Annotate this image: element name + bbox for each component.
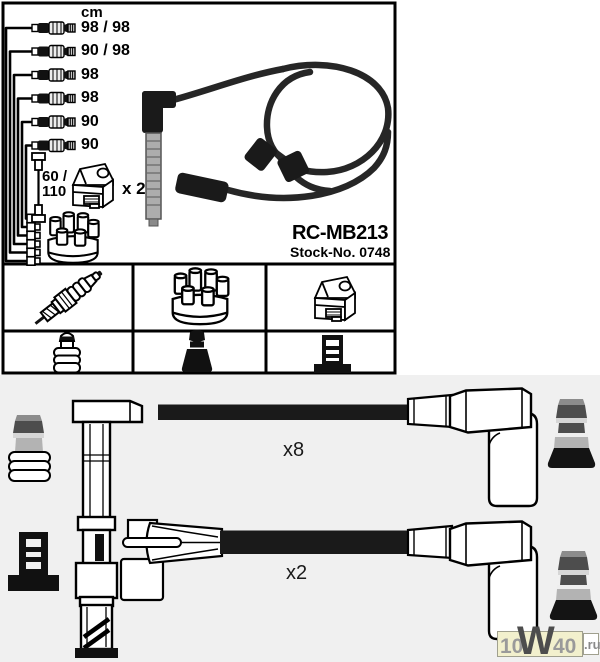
watermark-text: 40 (553, 635, 577, 658)
cable-set-photo (142, 61, 392, 227)
cable-length-label: 90 (81, 113, 99, 130)
ignition-coil-icon (72, 163, 114, 209)
ribbed-terminal-icon (8, 415, 51, 482)
ignition-cable (220, 530, 414, 554)
watermark-text: W (517, 619, 555, 662)
long-plug-boot (71, 399, 144, 658)
cable-length-label: 90 / 98 (81, 42, 130, 59)
bracket-terminal-icon (314, 335, 351, 373)
plug-boot-photo (277, 150, 310, 183)
coil-cable-length-label: 60 / (42, 168, 68, 185)
coil-quantity-label: x 2 (122, 179, 146, 198)
cable-length-label: 98 (81, 89, 99, 106)
plug-boot-photo (175, 172, 229, 203)
watermark-ru-box (583, 633, 599, 655)
distributor-cap-icon (171, 267, 230, 326)
long-boot-photo (142, 91, 176, 227)
bracket-terminal-icon (8, 532, 59, 591)
coil-lead-quantity-label: x2 (286, 562, 308, 584)
plug-boot-photo (244, 137, 277, 171)
coil-lead-assembly (8, 518, 598, 641)
part-number: RC-MB213 (291, 222, 389, 244)
distributor-cap-icon (47, 211, 100, 264)
cable-length-label: 98 / 98 (81, 19, 130, 36)
distributor-connector (119, 518, 232, 602)
spark-plug-icon (34, 270, 103, 325)
cable-sleeve (406, 393, 454, 429)
coil-cable (31, 152, 46, 223)
coil-cable-length-label: 110 (42, 183, 67, 200)
cable-sleeve (406, 524, 454, 560)
unit-header: cm (81, 4, 103, 21)
watermark-text: 10 (500, 635, 524, 658)
watermark-text: .ru (584, 637, 600, 652)
stock-number: Stock-No. 0748 (290, 244, 391, 260)
plug-lead-quantity-label: x8 (283, 439, 305, 461)
ribbed-terminal-icon (53, 332, 81, 374)
ignition-cable (158, 404, 410, 420)
cable-length-list (4, 26, 33, 263)
ignition-coil-icon (314, 276, 356, 322)
boot-terminal-icon (181, 329, 213, 372)
cable-length-label: 98 (81, 66, 99, 83)
watermark: 10 W 40 .ru (497, 619, 600, 662)
cable-length-label: 90 (81, 136, 99, 153)
watermark-background (497, 631, 583, 657)
spark-plug-lead-assembly (8, 387, 596, 658)
